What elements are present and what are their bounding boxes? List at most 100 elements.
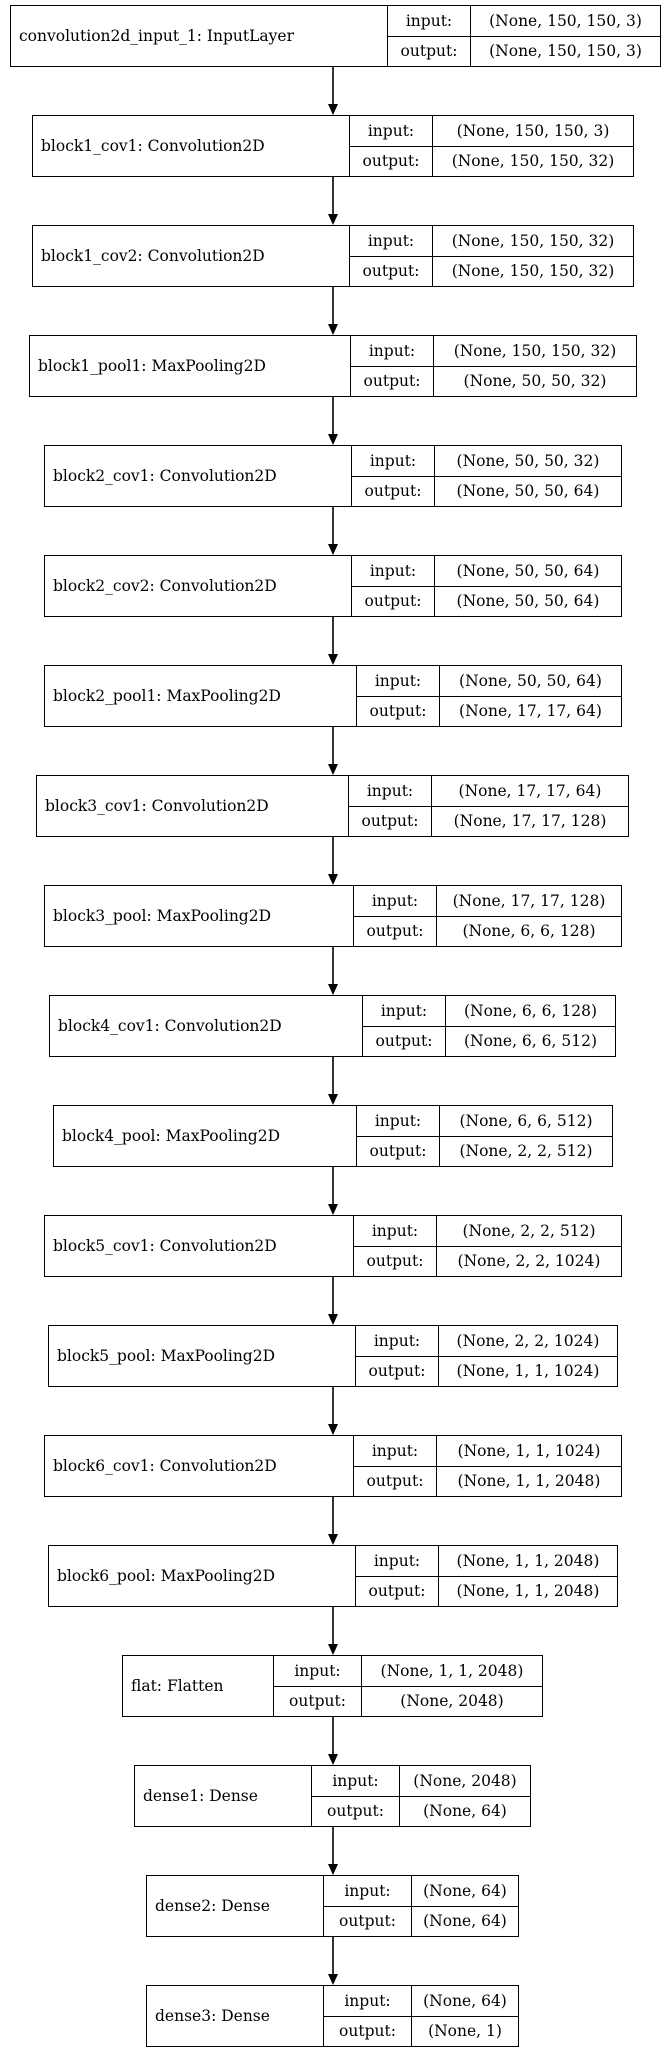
layer-input-row: input:(None, 150, 150, 3): [388, 6, 660, 36]
output-shape: (None, 2048): [400, 1692, 504, 1711]
input-label: input:: [357, 1106, 440, 1136]
output-shape: (None, 17, 17, 128): [453, 812, 607, 831]
input-label: input:: [324, 1876, 412, 1906]
layer-input-row: input:(None, 50, 50, 64): [352, 556, 621, 586]
layer-input-row: input:(None, 1, 1, 2048): [274, 1656, 542, 1686]
layer-name: dense1: Dense: [135, 1766, 312, 1826]
output-label: output:: [274, 1686, 362, 1716]
input-shape: (None, 1, 1, 2048): [456, 1551, 600, 1570]
arrow-head: [328, 434, 338, 445]
output-shape: (None, 17, 17, 64): [459, 702, 602, 721]
layer-input-row: input: (None, 1, 1, 2048): [356, 1546, 617, 1576]
layer-name: block1_pool1: MaxPooling2D: [30, 336, 351, 396]
arrow-head: [328, 324, 338, 335]
layer-input-row: input:(None, 50, 50, 32): [352, 446, 621, 476]
layer-output-row: output: (None, 150, 150, 3): [388, 35, 660, 66]
layer-name: block6_cov1: Convolution2D: [45, 1436, 354, 1496]
input-shape: (None, 150, 150, 32): [453, 341, 617, 360]
layer-input-row: input: (None, 64): [324, 1876, 518, 1906]
output-label: output:: [352, 476, 435, 506]
output-label: output:: [357, 1136, 440, 1166]
layer-name: block1_cov2: Convolution2D: [33, 226, 350, 286]
input-label: input:: [356, 1326, 439, 1356]
arrow-head: [328, 214, 338, 225]
input-label: input:: [324, 1986, 412, 2016]
output-shape: (None, 150, 150, 3): [489, 42, 642, 61]
input-shape: (None, 50, 50, 32): [456, 451, 600, 470]
output-label: output:: [388, 36, 471, 66]
input-shape: (None, 1, 1, 2048): [380, 1661, 524, 1680]
input-shape: (None, 2048): [413, 1771, 517, 1790]
arrow-head: [328, 104, 338, 115]
layer-output-row: output: (None, 2048): [274, 1685, 542, 1716]
layer-output-row: output:(None, 6, 6, 128): [354, 915, 621, 946]
input-label: input:: [350, 116, 433, 146]
layer-input-row: input:(None, 17, 17, 64): [349, 776, 628, 806]
arrow-head: [328, 1864, 338, 1875]
output-shape: (None, 1, 1, 2048): [456, 1582, 600, 1601]
input-shape: (None, 6, 6, 128): [463, 1001, 597, 1020]
layer-name: block6_pool: MaxPooling2D: [49, 1546, 356, 1606]
output-label: output:: [350, 256, 433, 286]
output-shape: (None, 1): [428, 2022, 502, 2041]
input-shape: (None, 150, 150, 3): [489, 11, 642, 30]
layer-name: block4_cov1: Convolution2D: [50, 996, 363, 1056]
layer-output-row: output: (None, 1, 1, 2048): [356, 1575, 617, 1606]
arrow-head: [328, 544, 338, 555]
layer-name: dense2: Dense: [147, 1876, 324, 1936]
output-shape: (None, 50, 50, 32): [463, 372, 607, 391]
layer-output-row: output:(None, 6, 6, 512): [363, 1025, 615, 1056]
layer-output-row: output:(None, 17, 17, 128): [349, 805, 628, 836]
output-label: output:: [354, 916, 437, 946]
layer-input-row: input: (None, 50, 50, 64): [357, 666, 621, 696]
output-shape: (None, 2, 2, 1024): [457, 1252, 601, 1271]
output-label: output:: [356, 1576, 439, 1606]
arrow-head: [328, 874, 338, 885]
arrow-head: [328, 1754, 338, 1765]
output-shape: (None, 1, 1, 1024): [456, 1362, 600, 1381]
layer-input-row: input:(None, 150, 150, 32): [351, 336, 636, 366]
input-label: input:: [357, 666, 440, 696]
layer-name: block3_pool: MaxPooling2D: [45, 886, 354, 946]
layer-name: block2_cov2: Convolution2D: [45, 556, 352, 616]
arrow-head: [328, 1424, 338, 1435]
input-shape: (None, 64): [423, 1881, 507, 1900]
layer-name: block1_cov1: Convolution2D: [33, 116, 350, 176]
output-label: output:: [363, 1026, 446, 1056]
input-shape: (None, 17, 17, 64): [458, 781, 602, 800]
arrow-head: [328, 1534, 338, 1545]
output-label: output:: [357, 696, 440, 726]
layer-input-row: input:(None, 150, 150, 32): [350, 226, 633, 256]
layer-output-row: output:(None, 50, 50, 32): [351, 365, 636, 396]
output-shape: (None, 2, 2, 512): [459, 1142, 593, 1161]
arrow-head: [328, 1314, 338, 1325]
layer-output-row: output: (None, 17, 17, 64): [357, 695, 621, 726]
output-shape: (None, 150, 150, 32): [451, 152, 615, 171]
output-shape: (None, 64): [423, 1802, 507, 1821]
layer-output-row: output:(None, 50, 50, 64): [352, 585, 621, 616]
output-shape: (None, 50, 50, 64): [456, 592, 600, 611]
arrow-head: [328, 1974, 338, 1985]
layer-output-row: output:(None, 1, 1, 2048): [354, 1465, 621, 1496]
output-label: output:: [356, 1356, 439, 1386]
input-shape: (None, 50, 50, 64): [459, 671, 602, 690]
arrow-head: [328, 654, 338, 665]
input-shape: (None, 17, 17, 128): [452, 891, 606, 910]
layer-name: block2_pool1: MaxPooling2D: [45, 666, 357, 726]
input-label: input:: [356, 1546, 439, 1576]
layer-name: dense3: Dense: [147, 1986, 324, 2046]
layer-input-row: input:(None, 150, 150, 3): [350, 116, 633, 146]
layer-input-row: input:(None, 6, 6, 128): [363, 996, 615, 1026]
